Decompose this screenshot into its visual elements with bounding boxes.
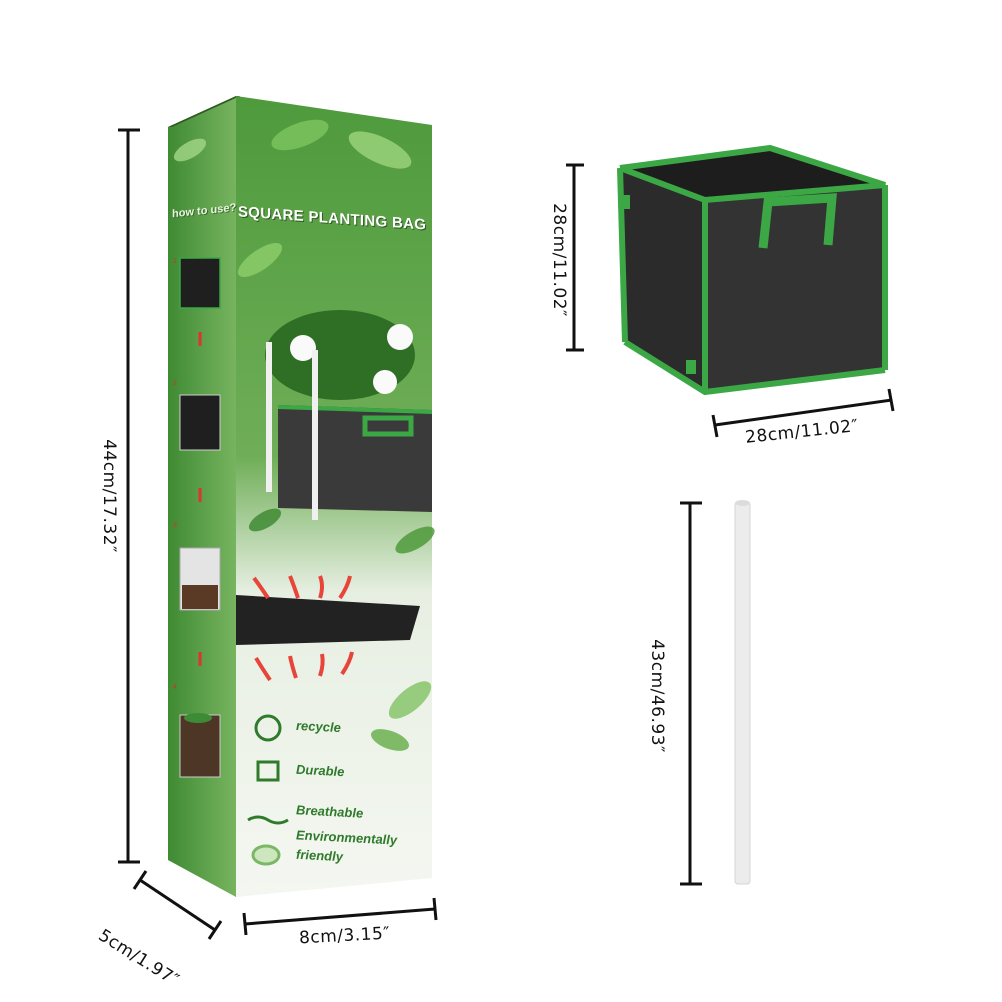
box-height-label: 44cm/17.32″ [98,439,119,553]
how-to-use-steps [179,257,221,778]
bag-height-dimension-line [566,163,584,352]
leaf-decoration [173,119,435,751]
bag-handle [758,193,837,249]
bag-photo [265,310,432,520]
box-top-face [168,96,240,127]
support-rod [734,501,751,885]
box-width-dimension-line [242,897,438,936]
step-number: 2 [173,380,177,387]
step-number: 1 [173,258,177,265]
box-height-dimension-line [118,128,140,864]
breathable-fabric-graphic [236,575,420,682]
feature-icons [247,714,289,866]
bag-front-face [705,185,885,392]
step-number: 4 [173,684,177,691]
box-depth-dimension-line [132,870,223,940]
bag-height-label: 28cm/11.02″ [548,203,569,317]
step-number: 3 [173,522,177,529]
rod-length-label: 43cm/46.93″ [646,639,667,753]
bag-width-dimension-line [711,388,895,438]
bag-left-face [620,168,705,392]
rod-dimension-line [680,501,702,886]
